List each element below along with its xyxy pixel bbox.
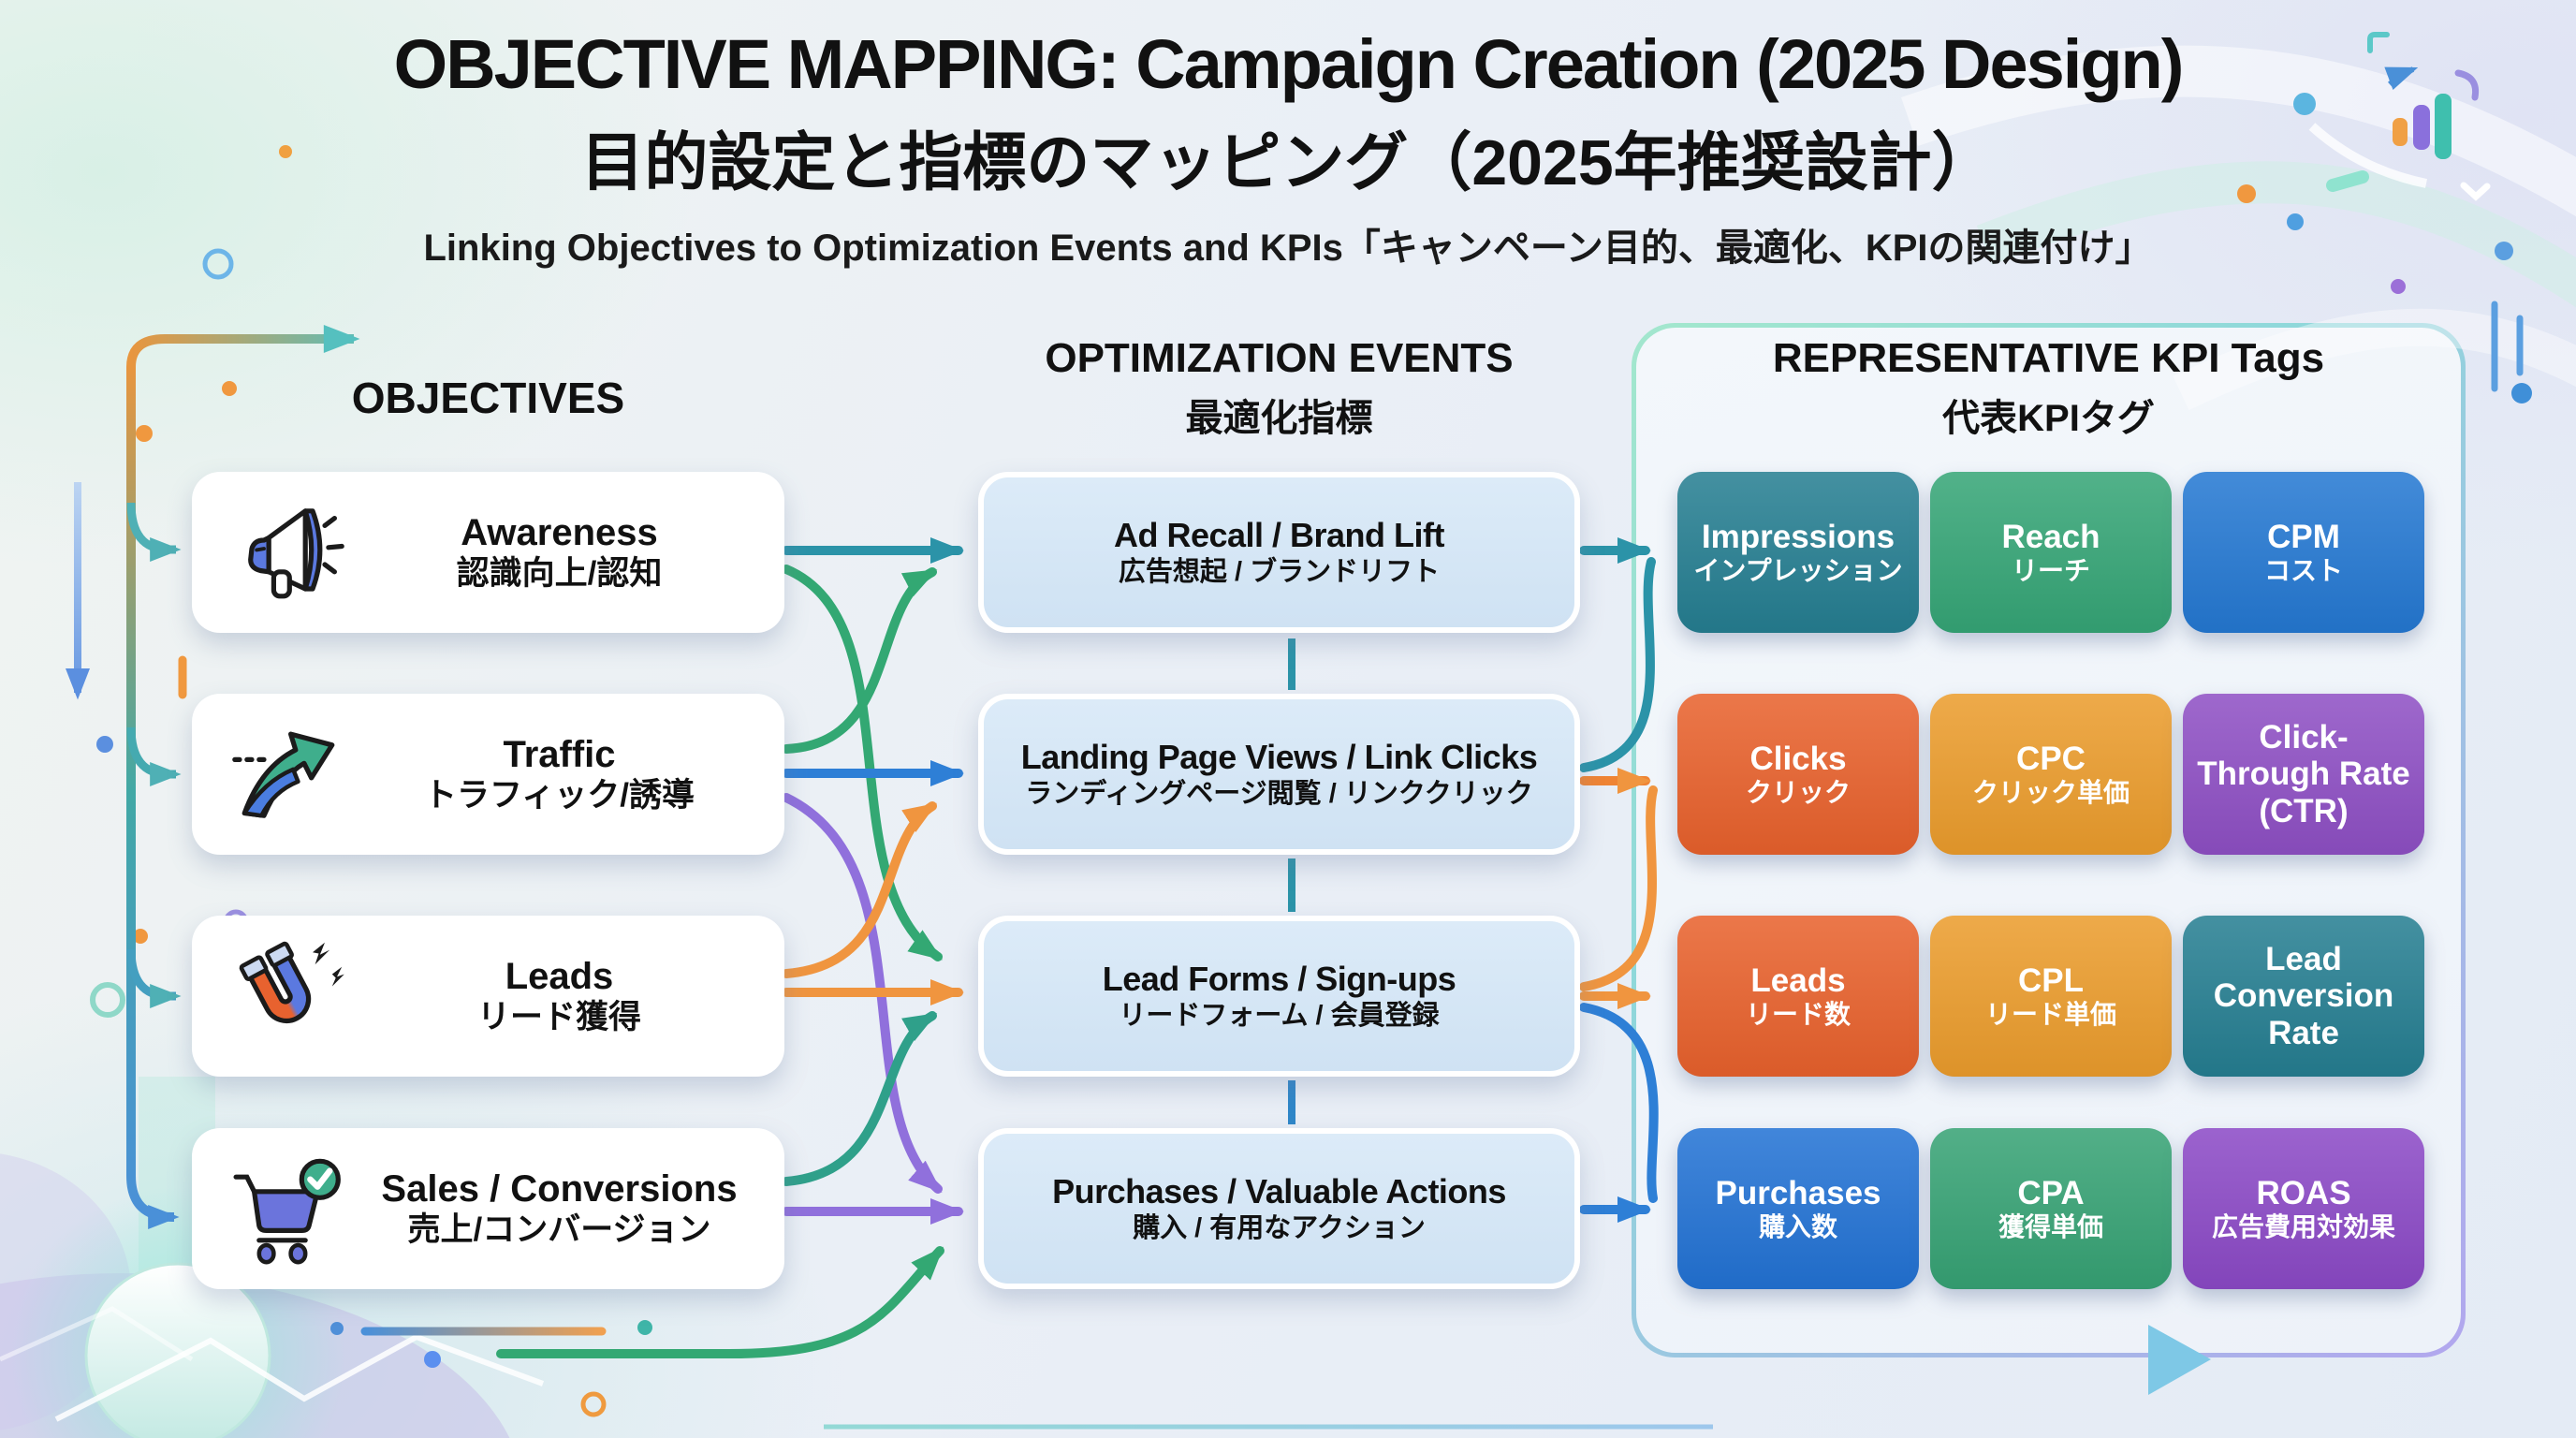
kpi-label-ja: リーチ [2011, 555, 2090, 585]
objective-card-leads: Leads リード獲得 [192, 916, 784, 1077]
kpi-label-ja: 購入数 [1758, 1211, 1837, 1241]
kpi-tag-ctr: Click-Through Rate (CTR) [2183, 694, 2424, 855]
conn-traffic-adrecall [782, 567, 938, 754]
kpi-tag-purchases: Purchases 購入数 [1677, 1128, 1919, 1289]
objective-label-ja: リード獲得 [476, 999, 641, 1035]
event-label-en: Landing Page Views / Link Clicks [1020, 738, 1538, 777]
conn-awareness-leadforms [782, 565, 943, 961]
objective-label-en: Sales / Conversions [381, 1168, 738, 1210]
objective-card-awareness: Awareness 認識向上/認知 [192, 472, 784, 633]
objective-card-sales: Sales / Conversions 売上/コンバージョン [192, 1128, 784, 1289]
event-label-en: Lead Forms / Sign-ups [1102, 960, 1456, 999]
kpi-label-ja: コスト [2263, 555, 2343, 585]
curved-arrow-icon [218, 713, 359, 835]
kpi-label-en: Clicks [1749, 740, 1847, 777]
kpi-label-ja: リード単価 [1984, 999, 2116, 1029]
objective-label-en: Traffic [503, 734, 616, 775]
kpi-label-ja: リード数 [1745, 999, 1851, 1029]
kpi-tag-roas: ROAS 広告費用対効果 [2183, 1128, 2424, 1289]
kpi-column-header-en: REPRESENTATIVE KPI Tags [1772, 335, 2325, 381]
event-box-lead-forms: Lead Forms / Sign-ups リードフォーム / 会員登録 [978, 916, 1580, 1077]
kpi-label-en: Click-Through Rate (CTR) [2197, 719, 2410, 829]
events-column-header-en: OPTIMIZATION EVENTS [1045, 335, 1514, 381]
megaphone-icon [218, 492, 359, 613]
event-label-en: Purchases / Valuable Actions [1052, 1172, 1506, 1211]
event-label-ja: 購入 / 有用なアクション [1133, 1213, 1426, 1244]
kpi-label-en: Impressions [1701, 518, 1895, 555]
zigzag-line [54, 1333, 545, 1422]
kpi-tag-clicks: Clicks クリック [1677, 694, 1919, 855]
objective-label-ja: 認識向上/認知 [456, 555, 663, 592]
event-label-en: Ad Recall / Brand Lift [1113, 516, 1445, 555]
kpi-label-en: Leads [1750, 961, 1846, 999]
kpi-label-ja: クリック [1745, 777, 1851, 807]
kpi-tag-lead-conversion-rate: Lead Conversion Rate [2183, 916, 2424, 1077]
objective-label-en: Awareness [461, 512, 658, 553]
conn-traffic-purchases [782, 793, 943, 1194]
event-box-ad-recall: Ad Recall / Brand Lift 広告想起 / ブランドリフト [978, 472, 1580, 633]
event-label-ja: ランディングページ閲覧 / リンククリック [1025, 779, 1533, 810]
kpi-label-en: CPL [2018, 961, 2084, 999]
kpi-tag-reach: Reach リーチ [1930, 472, 2172, 633]
page-title-ja: 目的設定と指標のマッピング（2025年推奨設計） [580, 127, 1996, 198]
objective-label-en: Leads [505, 956, 614, 997]
objective-label-ja: トラフィック/誘導 [423, 777, 695, 814]
kpi-tag-cpc: CPC クリック単価 [1930, 694, 2172, 855]
objectives-column-header: OBJECTIVES [351, 374, 625, 422]
kpi-tag-impressions: Impressions インプレッション [1677, 472, 1919, 633]
kpi-label-en: Purchases [1715, 1174, 1881, 1211]
event-label-ja: 広告想起 / ブランドリフト [1118, 557, 1441, 588]
magnet-icon [218, 935, 359, 1057]
kpi-tag-cpm: CPM コスト [2183, 472, 2424, 633]
kpi-label-en: CPM [2267, 518, 2340, 555]
objective-label-ja: 売上/コンバージョン [407, 1211, 711, 1248]
event-box-purchases: Purchases / Valuable Actions 購入 / 有用なアクシ… [978, 1128, 1580, 1289]
kpi-label-en: Lead Conversion Rate [2213, 941, 2394, 1051]
objective-card-traffic: Traffic トラフィック/誘導 [192, 694, 784, 855]
kpi-label-ja: 獲得単価 [1998, 1211, 2103, 1241]
conn-leads-lpv [782, 801, 938, 978]
kpi-label-ja: クリック単価 [1971, 777, 2130, 807]
cart-check-icon [218, 1148, 359, 1269]
kpi-tag-cpa: CPA 獲得単価 [1930, 1128, 2172, 1289]
kpi-label-en: CPC [2016, 740, 2086, 777]
conn-sales-leadforms [782, 1011, 938, 1186]
kpi-label-ja: 広告費用対効果 [2211, 1211, 2395, 1241]
kpi-label-en: CPA [2017, 1174, 2085, 1211]
decor-bottom [360, 1327, 1713, 1430]
kpi-label-en: ROAS [2256, 1174, 2351, 1211]
kpi-label-ja: インプレッション [1693, 555, 1903, 585]
kpi-tag-cpl: CPL リード単価 [1930, 916, 2172, 1077]
events-column-header-ja: 最適化指標 [1185, 398, 1373, 439]
event-label-ja: リードフォーム / 会員登録 [1119, 1001, 1440, 1032]
kpi-tag-leads: Leads リード数 [1677, 916, 1919, 1077]
page-title-en: OBJECTIVE MAPPING: Campaign Creation (20… [393, 25, 2185, 103]
event-box-landing-page-views: Landing Page Views / Link Clicks ランディングペ… [978, 694, 1580, 855]
kpi-column-header-ja: 代表KPIタグ [1942, 398, 2155, 439]
page-subtitle: Linking Objectives to Optimization Event… [423, 227, 2153, 269]
kpi-label-en: Reach [2001, 518, 2100, 555]
